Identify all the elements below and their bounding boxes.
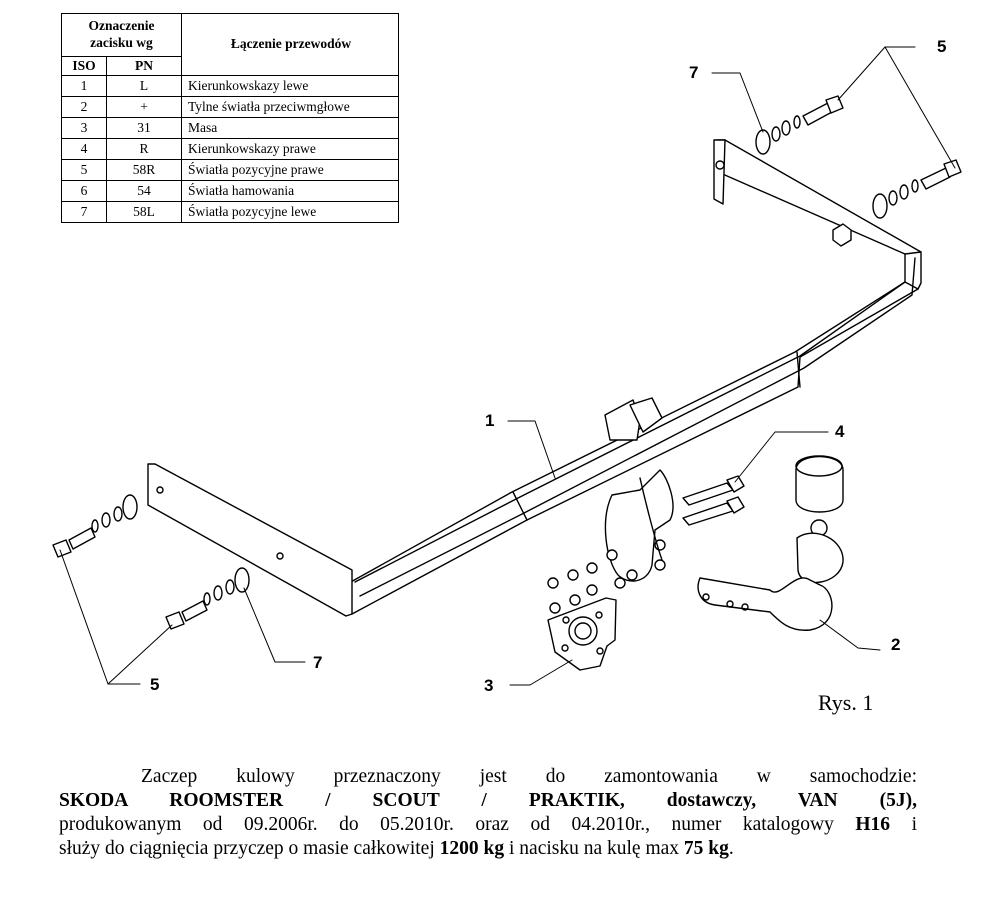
desc-line-4-mid: i nacisku na kulę max bbox=[504, 838, 684, 859]
table-row: 6 54 Światła hamowania bbox=[61, 179, 399, 202]
hardware-left bbox=[52, 494, 250, 630]
table-row: 5 58R Światła pozycyjne prawe bbox=[61, 158, 399, 181]
ball-load: 75 kg bbox=[683, 838, 729, 859]
central-bracket bbox=[604, 397, 674, 582]
desc-line-3: produkowanym od 09.2006r. do 05.2010r. o… bbox=[59, 813, 917, 837]
main-beam bbox=[147, 139, 922, 617]
desc-line-1: Zaczep kulowy przeznaczony jest do zamon… bbox=[59, 765, 917, 789]
table-row: 4 R Kierunkowskazy prawe bbox=[61, 137, 399, 160]
table-row: 3 31 Masa bbox=[61, 116, 399, 139]
bolts-part-4 bbox=[682, 475, 745, 526]
catalog-number: H16 bbox=[855, 814, 891, 835]
hardware-top-right bbox=[755, 95, 962, 219]
desc-line-2: SKODA ROOMSTER / SCOUT / PRAKTIK, dostaw… bbox=[59, 790, 917, 811]
callout-7-top: 7 bbox=[689, 63, 699, 82]
cell-desc: Światła pozycyjne lewe bbox=[181, 200, 399, 223]
desc-line-4-end: . bbox=[728, 838, 734, 859]
desc-line-3-end: i bbox=[890, 814, 918, 835]
desc-line-3-text: produkowanym od 09.2006r. do 05.2010r. o… bbox=[59, 814, 856, 835]
total-mass: 1200 kg bbox=[439, 838, 505, 859]
leader-lines bbox=[59, 46, 956, 686]
callout-7-bottom: 7 bbox=[313, 653, 323, 672]
wiring-table: Oznaczenie zacisku wg Łączenie przewodów… bbox=[61, 13, 399, 223]
callout-1: 1 bbox=[485, 411, 495, 430]
callout-4: 4 bbox=[835, 422, 845, 441]
table-row: 2 + Tylne światła przeciwmgłowe bbox=[61, 95, 399, 118]
desc-line-4: służy do ciągnięcia przyczep o masie cał… bbox=[59, 837, 917, 861]
figure-label: Rys. 1 bbox=[818, 690, 874, 715]
header-wire-connection: Łączenie przewodów bbox=[181, 13, 399, 76]
header-terminal-designation: Oznaczenie zacisku wg bbox=[61, 13, 182, 57]
callout-3: 3 bbox=[484, 676, 494, 695]
socket-plate-part-3 bbox=[547, 549, 626, 671]
header-iso: ISO bbox=[61, 56, 107, 76]
description-paragraph: Zaczep kulowy przeznaczony jest do zamon… bbox=[59, 765, 917, 861]
cell-desc: Kierunkowskazy prawe bbox=[181, 137, 399, 160]
desc-line-1-text: Zaczep kulowy przeznaczony jest do zamon… bbox=[141, 766, 917, 787]
cell-desc: Światła hamowania bbox=[181, 179, 399, 202]
callout-5-top: 5 bbox=[937, 37, 947, 56]
callout-2: 2 bbox=[891, 635, 901, 654]
ball-neck-part-2 bbox=[697, 455, 844, 631]
desc-line-4-text: służy do ciągnięcia przyczep o masie cał… bbox=[59, 838, 440, 859]
table-row: 7 58L Światła pozycyjne lewe bbox=[61, 200, 399, 223]
tow-bar-drawing bbox=[52, 46, 962, 686]
cell-desc: Światła pozycyjne prawe bbox=[181, 158, 399, 181]
cell-desc: Tylne światła przeciwmgłowe bbox=[181, 95, 399, 118]
cell-pn: 58L bbox=[106, 200, 182, 223]
callout-5-bottom: 5 bbox=[150, 675, 160, 694]
